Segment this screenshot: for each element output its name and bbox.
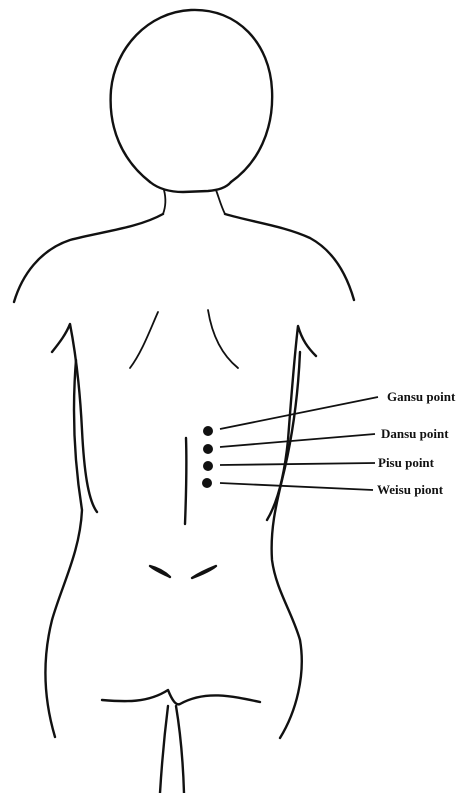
left-leg-line	[160, 706, 168, 793]
neck-outline	[150, 182, 231, 192]
weisu-leader-line	[220, 483, 373, 490]
neck-left-line	[163, 190, 165, 214]
right-torso-side	[272, 352, 302, 738]
right-leg-line	[176, 706, 184, 793]
gansu-leader-line	[220, 397, 378, 429]
left-shoulder-outline	[14, 214, 163, 302]
left-scapula-line	[130, 312, 158, 368]
right-lumbar-dimple	[192, 566, 216, 578]
gansu-point-label: Gansu point	[387, 389, 456, 404]
right-scapula-line	[208, 310, 238, 368]
dansu-point-dot	[203, 444, 213, 454]
pisu-point-label: Pisu point	[378, 455, 435, 470]
pisu-point-dot	[203, 461, 213, 471]
dansu-leader-line	[220, 434, 375, 447]
left-lumbar-dimple	[150, 566, 170, 577]
dansu-point-label: Dansu point	[381, 426, 449, 441]
pisu-leader-line	[220, 463, 375, 465]
gansu-point-dot	[203, 426, 213, 436]
right-arm-inner-line	[267, 326, 316, 520]
left-torso-side	[46, 360, 82, 737]
weisu-point-dot	[202, 478, 212, 488]
spine-line	[185, 438, 186, 524]
weisu-point-label: Weisu piont	[377, 482, 444, 497]
right-shoulder-outline	[225, 214, 354, 300]
head-outline	[111, 10, 273, 182]
buttock-curve	[102, 690, 260, 704]
neck-right-line	[216, 190, 225, 214]
